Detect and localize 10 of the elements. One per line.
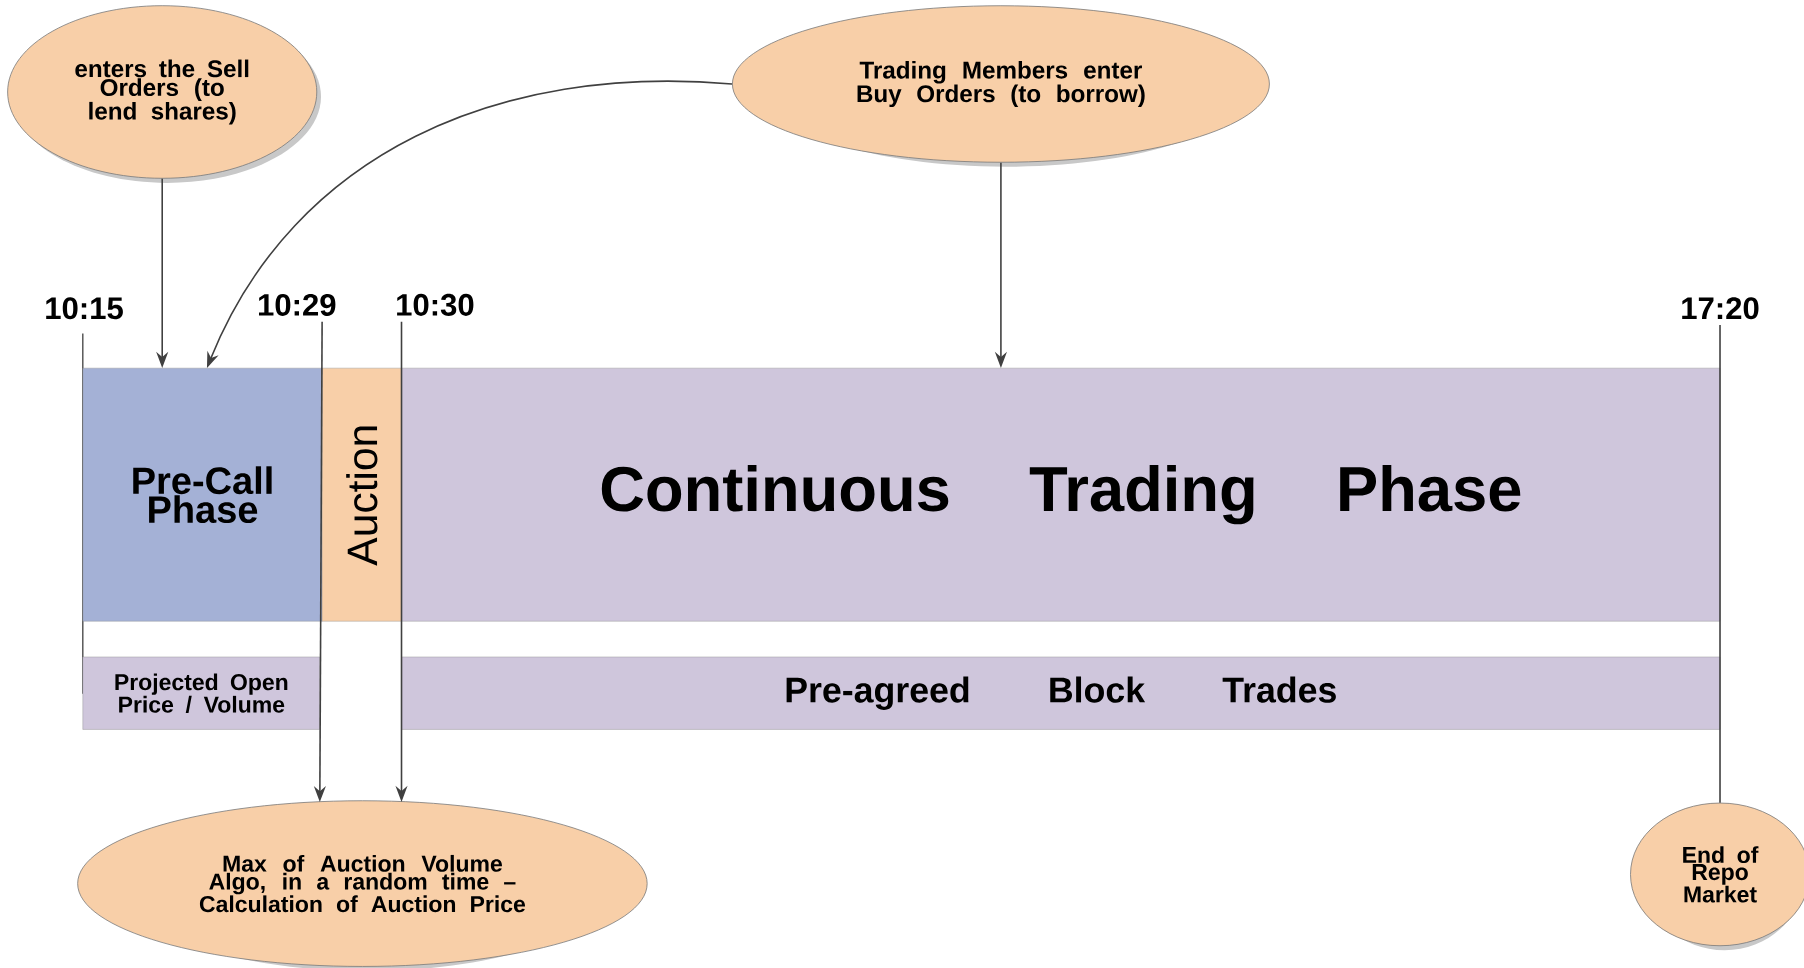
band-box: Projected Open Price / Volume: [82, 656, 320, 730]
phase-box: Pre-Call Phase: [82, 367, 323, 622]
time-label: 10:15: [46, 297, 123, 320]
connector-line: [1719, 324, 1721, 804]
time-label: 10:30: [397, 293, 474, 316]
phase-box: Auction: [321, 367, 402, 622]
time-label: 10:29: [259, 293, 336, 316]
band-box: Pre-agreed Block Trades: [401, 656, 1721, 730]
phase-box: Continuous Trading Phase: [401, 367, 1721, 622]
time-label: 17:20: [1682, 297, 1759, 320]
